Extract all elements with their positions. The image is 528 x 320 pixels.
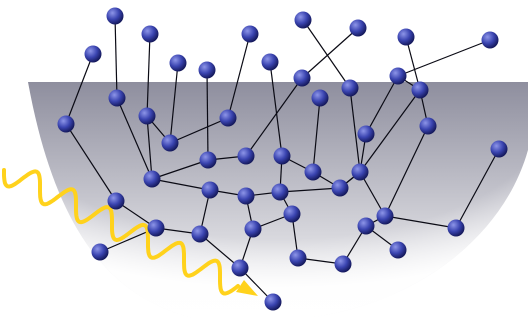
sphere-node-icon xyxy=(261,53,279,71)
photon-wave xyxy=(2,168,240,296)
sphere-node-icon xyxy=(357,217,375,235)
sphere-node-icon xyxy=(138,107,156,125)
sphere-node-icon xyxy=(273,147,291,165)
graph-edge xyxy=(206,69,209,161)
sphere-node-icon xyxy=(351,163,369,181)
graph-edge xyxy=(114,15,118,99)
graph-edge xyxy=(199,233,241,269)
graph-edge xyxy=(349,87,361,173)
graph-edge xyxy=(227,33,251,119)
graph-edge xyxy=(169,117,229,144)
graph-edge xyxy=(245,77,303,157)
sphere-node-icon xyxy=(108,89,126,107)
sphere-node-icon xyxy=(169,54,187,72)
graph-edge xyxy=(302,19,351,89)
graph-edge xyxy=(359,89,421,173)
sphere-node-icon xyxy=(143,170,161,188)
graph-edge xyxy=(146,33,151,117)
graph-edge xyxy=(384,125,429,217)
sphere-node-icon xyxy=(199,151,217,169)
sphere-node-icon xyxy=(201,181,219,199)
graph-edge xyxy=(65,123,117,202)
sphere-node-icon xyxy=(91,243,109,261)
sphere-node-icon xyxy=(191,225,209,243)
sphere-node-icon xyxy=(490,140,508,158)
graph-edge xyxy=(116,97,153,180)
sphere-node-icon xyxy=(331,179,349,197)
sphere-node-icon xyxy=(481,31,499,49)
graph-edge xyxy=(279,187,341,193)
sphere-node-icon xyxy=(304,163,322,181)
sphere-node-icon xyxy=(198,61,216,79)
shaded-surface xyxy=(28,82,528,320)
sphere-node-icon xyxy=(397,28,415,46)
sphere-node-icon xyxy=(57,115,75,133)
graph-edge xyxy=(151,178,211,191)
sphere-node-icon xyxy=(244,220,262,238)
sphere-node-icon xyxy=(411,81,429,99)
sphere-node-icon xyxy=(161,134,179,152)
graph-edge xyxy=(312,97,321,173)
sphere-node-icon xyxy=(283,205,301,223)
graph-edge xyxy=(269,61,283,157)
sphere-node-icon xyxy=(237,187,255,205)
sphere-node-icon xyxy=(106,7,124,25)
graph-edge xyxy=(65,53,94,125)
graph-edge xyxy=(384,215,457,229)
sphere-node-icon xyxy=(141,25,159,43)
sphere-node-icon xyxy=(419,117,437,135)
sphere-node-icon xyxy=(289,249,307,267)
sphere-node-icon xyxy=(231,259,249,277)
graph-edge xyxy=(301,27,359,79)
sphere-node-icon xyxy=(334,255,352,273)
graph-edge xyxy=(169,62,179,144)
sphere-node-icon xyxy=(349,19,367,37)
sphere-node-icon xyxy=(147,219,165,237)
sphere-node-icon xyxy=(341,79,359,97)
sphere-node-icon xyxy=(271,183,289,201)
graph-edge xyxy=(365,75,399,135)
sphere-node-icon xyxy=(219,109,237,127)
sphere-node-icon xyxy=(107,192,125,210)
wavy-arrow-icon xyxy=(236,280,258,296)
sphere-node-icon xyxy=(237,147,255,165)
sphere-node-icon xyxy=(447,219,465,237)
sphere-node-icon xyxy=(376,207,394,225)
graph-edge xyxy=(397,39,491,77)
sphere-node-icon xyxy=(294,11,312,29)
sphere-node-icon xyxy=(84,45,102,63)
sphere-node-icon xyxy=(357,125,375,143)
graph-edge xyxy=(405,36,421,91)
node-layer xyxy=(57,7,508,311)
sphere-node-icon xyxy=(311,89,329,107)
sphere-node-icon xyxy=(264,293,282,311)
sphere-node-icon xyxy=(389,241,407,259)
graph-edge xyxy=(151,159,209,180)
sphere-node-icon xyxy=(389,67,407,85)
sphere-node-icon xyxy=(293,69,311,87)
sphere-node-icon xyxy=(241,25,259,43)
graph-edge xyxy=(146,115,153,180)
graph-edge xyxy=(455,148,500,229)
photon-layer xyxy=(2,168,258,296)
